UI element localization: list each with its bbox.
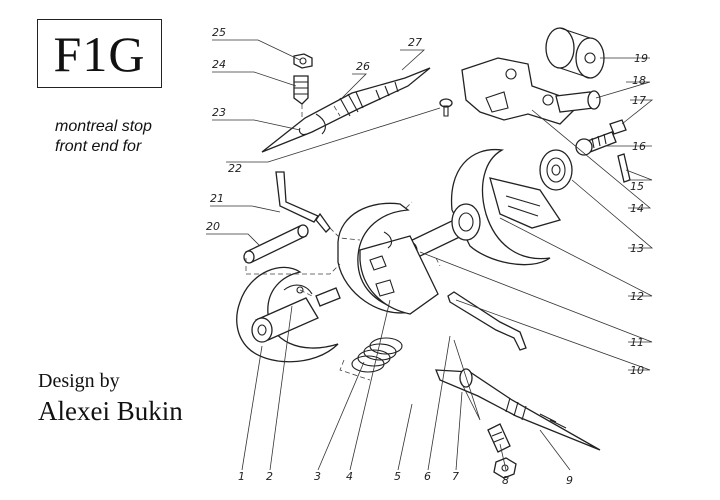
rod-20 (243, 224, 309, 264)
bracket-block (461, 57, 575, 125)
subtitle-line-2: front end for (55, 138, 142, 155)
part-label-10: 10 (630, 364, 644, 377)
logo-box: F1G (37, 19, 162, 88)
part-label-22: 22 (228, 162, 242, 175)
part-label-6: 6 (424, 470, 431, 483)
bearing-13 (539, 149, 573, 191)
pin-15 (617, 153, 631, 183)
pin-small (315, 287, 341, 307)
logo-text: F1G (53, 25, 146, 82)
small-shaft-18 (555, 90, 601, 113)
part-label-15: 15 (630, 180, 644, 193)
part-label-23: 23 (212, 106, 226, 119)
assembly-axes (245, 104, 441, 381)
part-label-17: 17 (632, 94, 646, 107)
hook-body-small (236, 266, 339, 363)
credit-design-by: Design by (38, 370, 120, 392)
bolt-8 (487, 423, 511, 453)
subtitle: montreal stop front end for (55, 117, 152, 157)
part-label-26: 26 (356, 60, 370, 73)
part-label-9: 9 (566, 474, 573, 487)
rod-21 (275, 171, 331, 233)
spindle-top (261, 67, 431, 153)
part-label-13: 13 (630, 242, 644, 255)
part-label-12: 12 (630, 290, 644, 303)
part-label-27: 27 (408, 36, 422, 49)
part-label-24: 24 (212, 58, 226, 71)
part-label-8: 8 (502, 474, 509, 487)
part-label-21: 21 (210, 192, 224, 205)
part-label-16: 16 (632, 140, 646, 153)
credit-designer-name: Alexei Bukin (38, 396, 183, 426)
part-label-19: 19 (634, 52, 648, 65)
lever-rod-10 (447, 291, 527, 351)
part-label-4: 4 (346, 470, 353, 483)
part-label-5: 5 (394, 470, 401, 483)
subtitle-line-1: montreal stop (55, 118, 152, 135)
part-label-1: 1 (238, 470, 245, 483)
part-label-11: 11 (630, 336, 644, 349)
part-label-14: 14 (630, 202, 644, 215)
part-label-3: 3 (314, 470, 321, 483)
bolt-nut (293, 53, 313, 105)
part-label-20: 20 (206, 220, 220, 233)
part-label-18: 18 (632, 74, 646, 87)
part-label-2: 2 (266, 470, 273, 483)
nut-bottom (493, 457, 517, 479)
shaft-with-bearing (402, 203, 481, 261)
screw-16-17 (575, 119, 627, 156)
hook-body-large (450, 148, 562, 266)
cup-housing (337, 202, 439, 315)
screw-22 (439, 98, 453, 117)
pulley-19 (545, 27, 605, 79)
part-label-7: 7 (452, 470, 459, 483)
leader-lines (206, 39, 654, 471)
part-labels: 25 24 26 27 23 22 21 20 19 18 17 16 15 1… (206, 26, 648, 487)
part-label-25: 25 (212, 26, 226, 39)
